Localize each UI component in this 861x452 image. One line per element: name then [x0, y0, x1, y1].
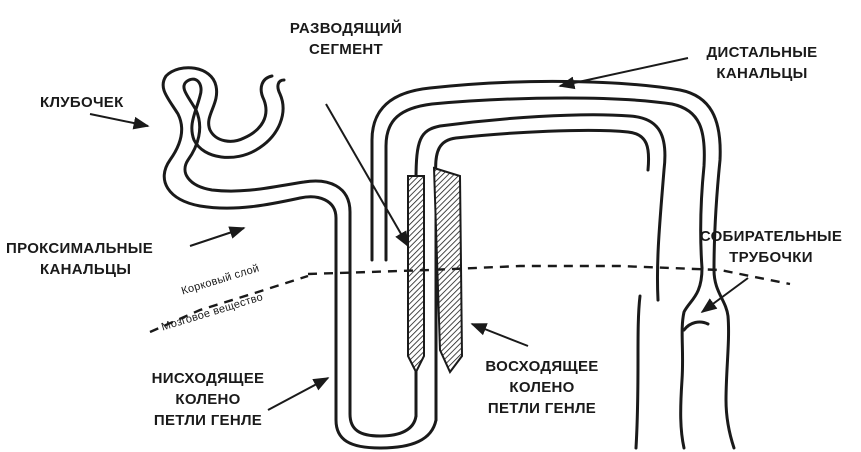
label-descending-limb: НИСХОДЯЩЕЕ КОЛЕНО ПЕТЛИ ГЕНЛЕ	[140, 368, 276, 431]
arrow-descending-limb	[268, 378, 328, 410]
label-diluting-segment: РАЗВОДЯЩИЙ СЕГМЕНТ	[270, 18, 422, 60]
label-collecting-ducts: СОБИРАТЕЛЬНЫЕ ТРУБОЧКИ	[686, 226, 856, 268]
arrow-distal-tubules	[560, 58, 688, 86]
label-distal-tubules: ДИСТАЛЬНЫЕ КАНАЛЬЦЫ	[692, 42, 832, 84]
label-glomerulus: КЛУБОЧЕК	[40, 92, 124, 113]
arrow-diluting-segment	[326, 104, 408, 246]
arrow-proximal-tubules	[190, 228, 244, 246]
arrow-glomerulus	[90, 114, 148, 126]
label-proximal-tubules: ПРОКСИМАЛЬНЫЕ КАНАЛЬЦЫ	[6, 238, 153, 280]
collecting-duct	[636, 268, 734, 448]
arrow-ascending-limb	[472, 324, 528, 346]
label-ascending-limb: ВОСХОДЯЩЕЕ КОЛЕНО ПЕТЛИ ГЕНЛЕ	[474, 356, 610, 419]
